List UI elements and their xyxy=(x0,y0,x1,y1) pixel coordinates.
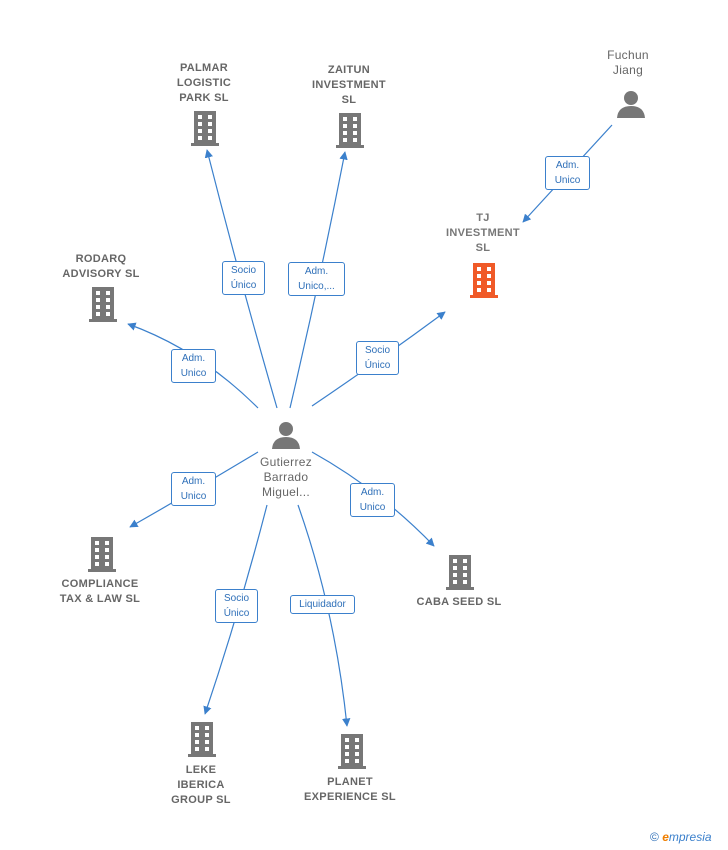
edge-label-center-tj[interactable]: Socio Único xyxy=(356,341,399,375)
node-label-fuchun[interactable]: Fuchun Jiang xyxy=(607,48,649,77)
building-icon[interactable] xyxy=(333,112,367,148)
edge-center-planet xyxy=(297,504,351,727)
node-label-center[interactable]: Gutierrez Barrado Miguel... xyxy=(259,455,313,499)
node-label-palmar[interactable]: PALMAR LOGISTIC PARK SL xyxy=(176,62,232,104)
node-label-tj[interactable]: TJ INVESTMENT SL xyxy=(446,212,520,254)
person-icon[interactable] xyxy=(616,89,646,119)
building-icon[interactable] xyxy=(86,286,120,322)
building-icon-focus[interactable] xyxy=(467,262,501,298)
edge-label-center-zaitun[interactable]: Adm. Unico,... xyxy=(288,262,345,296)
edge-label-center-palmar[interactable]: Socio Único xyxy=(222,261,265,295)
building-icon[interactable] xyxy=(188,110,222,146)
building-icon[interactable] xyxy=(443,554,477,590)
node-label-rodarq[interactable]: RODARQ ADVISORY SL xyxy=(62,253,140,280)
building-icon[interactable] xyxy=(185,721,219,757)
edge-label-fuchun-tj[interactable]: Adm. Unico xyxy=(545,156,590,190)
edge-label-center-rodarq[interactable]: Adm. Unico xyxy=(171,349,216,383)
node-label-planet[interactable]: PLANET EXPERIENCE SL xyxy=(304,776,396,803)
copyright-symbol: © xyxy=(650,830,659,844)
edge-label-center-planet[interactable]: Liquidador xyxy=(290,595,355,614)
edge-label-center-compliance[interactable]: Adm. Unico xyxy=(171,472,216,506)
brand-watermark: © empresia xyxy=(650,830,712,844)
edge-label-center-leke[interactable]: Socio Único xyxy=(215,589,258,623)
edges xyxy=(127,124,613,727)
node-label-compliance[interactable]: COMPLIANCE TAX & LAW SL xyxy=(59,578,141,605)
node-label-leke[interactable]: LEKE IBERICA GROUP SL xyxy=(171,764,231,806)
building-icon[interactable] xyxy=(85,536,119,572)
node-label-caba[interactable]: CABA SEED SL xyxy=(416,596,502,608)
node-label-zaitun[interactable]: ZAITUN INVESTMENT SL xyxy=(312,64,386,106)
person-icon[interactable] xyxy=(271,420,301,450)
building-icon[interactable] xyxy=(335,733,369,769)
brand-initial: e xyxy=(662,830,669,844)
edge-label-center-caba[interactable]: Adm. Unico xyxy=(350,483,395,517)
brand-rest: mpresia xyxy=(668,830,712,844)
